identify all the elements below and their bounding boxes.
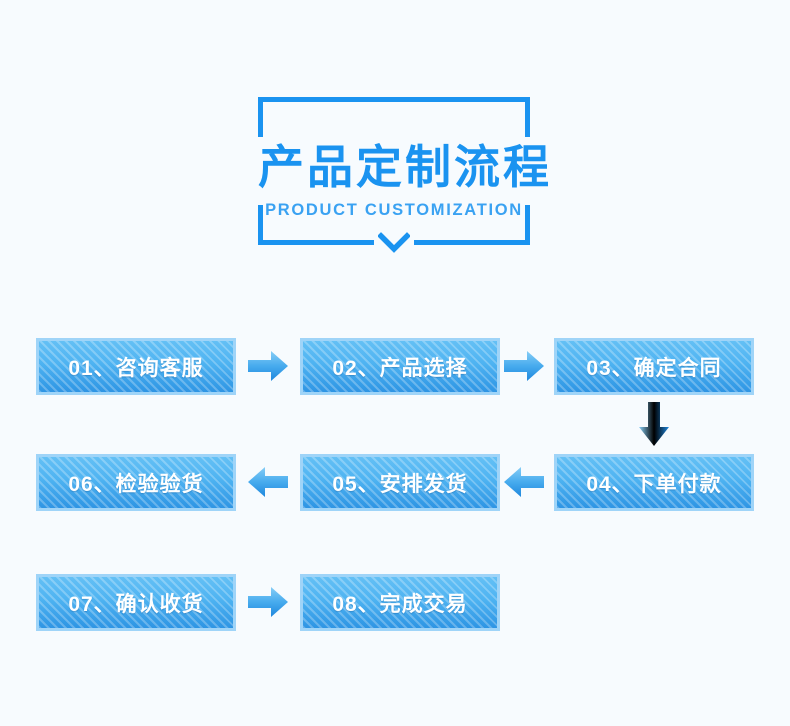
bracket-corner-top-right	[496, 97, 530, 137]
arrow-right-icon	[248, 351, 288, 381]
flow-step-04[interactable]: 04、下单付款	[554, 454, 754, 511]
flow-step-07[interactable]: 07、确认收货	[36, 574, 236, 631]
flow-step-02[interactable]: 02、产品选择	[300, 338, 500, 395]
chevron-down-icon	[378, 232, 410, 253]
flow-step-08[interactable]: 08、完成交易	[300, 574, 500, 631]
flow-step-label: 08、完成交易	[332, 592, 468, 616]
arrow-right-icon	[248, 587, 288, 617]
bracket-top-rail	[292, 97, 496, 102]
page-title: 产品定制流程	[258, 141, 552, 193]
flow-step-05[interactable]: 05、安排发货	[300, 454, 500, 511]
flow-step-label: 05、安排发货	[332, 472, 468, 496]
flow-step-label: 03、确定合同	[586, 356, 722, 380]
bracket-corner-top-left	[258, 97, 292, 137]
flow-step-label: 04、下单付款	[586, 472, 722, 496]
bracket-corner-bottom-left	[258, 205, 292, 245]
bracket-bottom-rail-right	[414, 240, 496, 245]
process-flow-diagram: 01、咨询客服 02、产品选择 03、确定合同 04、下单付款 05、安排发货 …	[0, 320, 790, 650]
bracket-bottom-rail-left	[292, 240, 374, 245]
flow-step-label: 07、确认收货	[68, 592, 204, 616]
flow-step-01[interactable]: 01、咨询客服	[36, 338, 236, 395]
arrow-down-icon	[639, 402, 669, 446]
arrow-left-icon	[504, 467, 544, 497]
bracket-corner-bottom-right	[496, 205, 530, 245]
page-subtitle: PRODUCT CUSTOMIZATION	[265, 201, 523, 219]
flow-step-label: 02、产品选择	[332, 356, 468, 380]
flow-step-06[interactable]: 06、检验验货	[36, 454, 236, 511]
flow-step-label: 06、检验验货	[68, 472, 204, 496]
arrow-right-icon	[504, 351, 544, 381]
flow-step-label: 01、咨询客服	[68, 356, 204, 380]
arrow-left-icon	[248, 467, 288, 497]
page-header: 产品定制流程 PRODUCT CUSTOMIZATION	[258, 97, 552, 253]
flow-step-03[interactable]: 03、确定合同	[554, 338, 754, 395]
